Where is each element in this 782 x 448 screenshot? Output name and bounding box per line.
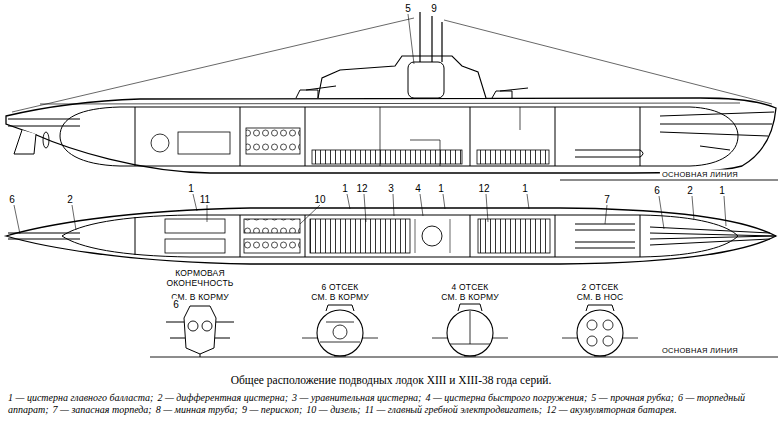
hull-detail	[302, 322, 378, 356]
leader-line	[408, 14, 414, 64]
callout-number: 1	[187, 183, 195, 194]
callout-number: 1	[437, 183, 445, 194]
section-label: КОРМОВАЯ ОКОНЕЧНОСТЬ	[165, 269, 235, 289]
rudder	[14, 130, 36, 154]
outer-hull	[6, 98, 776, 173]
spare-torpedo	[575, 150, 643, 157]
pressure-hull	[62, 215, 738, 257]
torpedo-tube	[8, 119, 80, 126]
callout-number: 11	[199, 194, 211, 205]
deck-gun	[296, 86, 336, 98]
bow-plane	[700, 146, 730, 150]
legend-text: 1 — цистерна главного балласта; 2 — диффе…	[8, 392, 774, 416]
section-label: СМ. В КОРМУ	[171, 292, 229, 302]
strong-tower	[408, 62, 444, 98]
motor	[178, 132, 230, 154]
motor	[333, 325, 347, 339]
diesel	[244, 239, 300, 253]
battery	[477, 150, 549, 164]
legend-item: 2 — дифферентная цистерна;	[157, 392, 288, 403]
callout-number: 6	[8, 194, 16, 205]
legend-item: 4 — цистерна быстрого погружения;	[425, 392, 587, 403]
callout-number: 7	[603, 194, 611, 205]
outer-hull	[6, 208, 776, 264]
battery	[312, 150, 462, 164]
baseline-label: ОСНОВНАЯ ЛИНИЯ	[660, 346, 740, 355]
legend-item: 7 — запасная торпеда;	[53, 404, 152, 415]
callout-number: 6	[653, 185, 661, 196]
legend-item: 10 — дизель;	[306, 404, 360, 415]
legend-item: 8 — минная труба;	[156, 404, 238, 415]
torpedo-tube	[202, 321, 212, 331]
pressure-hull	[317, 310, 363, 356]
callout-number: 9	[430, 3, 438, 14]
conning-tower	[318, 56, 486, 98]
torpedo	[587, 320, 597, 330]
baseline-label: ОСНОВНАЯ ЛИНИЯ	[660, 170, 740, 179]
torpedo	[603, 336, 613, 346]
stern-section	[184, 306, 216, 354]
torpedo	[603, 320, 613, 330]
callout-number: 5	[404, 3, 412, 14]
callout-number: 10	[313, 194, 326, 205]
bulkheads	[135, 107, 640, 166]
callout-number: 1	[718, 185, 726, 196]
tower-section	[422, 226, 442, 246]
diesel	[246, 128, 300, 154]
pressure-hull	[577, 310, 623, 356]
motor	[165, 239, 225, 253]
deck-gun	[492, 88, 528, 98]
spare-torpedo	[575, 224, 635, 248]
legend-item: 11 — главный гребной электродвигатель;	[365, 404, 542, 415]
cross-sections	[150, 304, 778, 357]
torpedo-tube	[8, 233, 80, 239]
torpedo-tube	[188, 321, 198, 331]
bulkheads	[135, 215, 640, 257]
side-view	[6, 12, 778, 180]
tank-lines	[415, 219, 450, 253]
section-label: СМ. В КОРМУ	[441, 292, 499, 302]
plan-view	[6, 194, 776, 264]
motor	[151, 134, 169, 152]
section-label: 4 ОТСЕК	[451, 282, 488, 292]
section-label: 6 ОТСЕК	[321, 282, 358, 292]
callout-number: 12	[355, 183, 368, 194]
callout-number: 1	[341, 183, 349, 194]
callout-number: 2	[686, 185, 694, 196]
legend-item: 5 — прочная рубка;	[591, 392, 674, 403]
callout-number: 2	[66, 194, 74, 205]
fins	[166, 322, 234, 357]
caption: Общее расположение подводных лодок XIII …	[0, 374, 782, 386]
casing-line	[40, 103, 740, 104]
battery	[310, 219, 410, 253]
callout-number: 4	[414, 183, 422, 194]
leader-line	[14, 194, 726, 234]
propeller	[43, 132, 49, 148]
legend-item: 1 — цистерна главного балласта;	[8, 392, 153, 403]
torpedo-tube	[650, 227, 776, 245]
periscope	[420, 12, 442, 62]
callout-number: 6	[172, 299, 180, 310]
base-line	[150, 357, 778, 358]
section-label: 2 ОТСЕК	[581, 282, 618, 292]
motor	[165, 219, 225, 233]
callout-number: 3	[387, 183, 395, 194]
hull-detail	[562, 338, 638, 356]
legend-item: 3 — уравнительная цистерна;	[292, 392, 421, 403]
section-label: СМ. В НОС	[577, 292, 624, 302]
legend-item: 9 — перископ;	[242, 404, 302, 415]
callout-number: 12	[477, 183, 490, 194]
legend-item: 12 — акумуляторная батарея.	[546, 404, 677, 415]
diesel	[244, 219, 300, 233]
base-line	[560, 180, 778, 181]
torpedo-tube	[660, 112, 774, 136]
tanks	[380, 107, 520, 166]
hull-detail	[432, 311, 508, 356]
callout-number: 1	[521, 183, 529, 194]
pressure-hull	[60, 107, 738, 166]
torpedo	[587, 336, 597, 346]
section-label: СМ. В КОРМУ	[311, 292, 369, 302]
battery	[478, 219, 550, 253]
